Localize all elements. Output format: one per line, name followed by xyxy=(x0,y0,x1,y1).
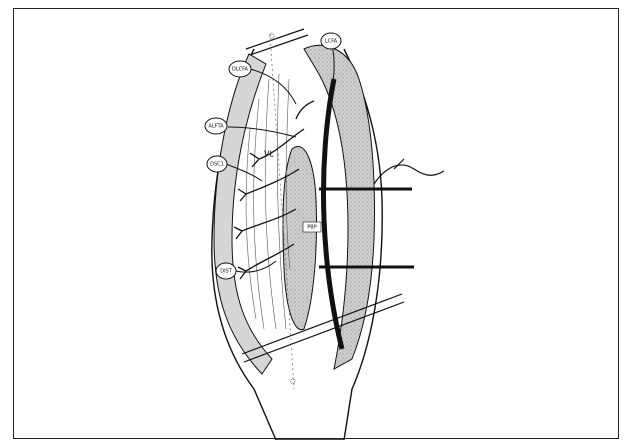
callout-lcfa: LCFA xyxy=(321,33,341,49)
anatomical-illustration: ✩ ✩ LCFA DLCFA ALFTA DSC1 DIS xyxy=(14,9,620,440)
callout-dsc1: DSC1 xyxy=(207,156,227,172)
region-label-vl: VL xyxy=(264,150,274,159)
callout-dlcfa-text: DLCFA xyxy=(232,67,249,73)
flap-label-text: PBP xyxy=(307,225,316,231)
callout-dlcfa: DLCFA xyxy=(229,61,251,77)
flap-region xyxy=(283,146,317,329)
callout-alfta: ALFTA xyxy=(205,118,227,134)
callout-dist: DIST xyxy=(216,263,236,279)
callout-dist-text: DIST xyxy=(220,269,232,275)
callout-lcfa-text: LCFA xyxy=(325,39,338,45)
callout-dsc1-text: DSC1 xyxy=(210,162,224,168)
reference-star-bottom: ✩ xyxy=(289,377,297,387)
callout-alfta-text: ALFTA xyxy=(208,124,224,130)
figure-frame: ✩ ✩ LCFA DLCFA ALFTA DSC1 DIS xyxy=(13,8,619,439)
reference-star-top: ✩ xyxy=(268,32,276,42)
